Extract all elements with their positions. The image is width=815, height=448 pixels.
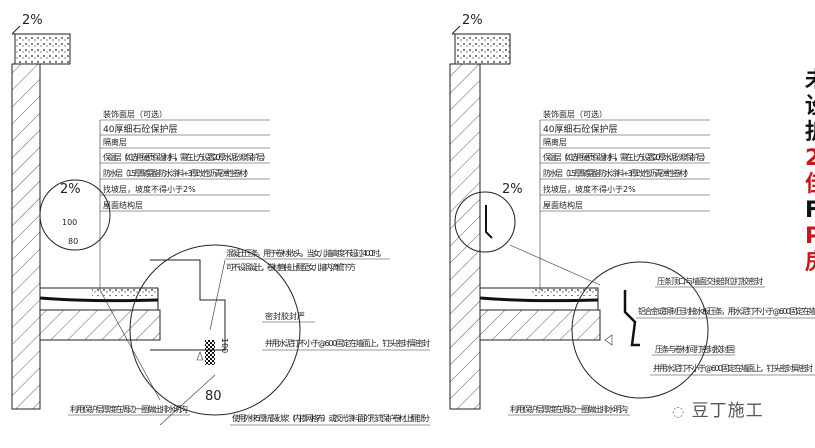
detail-circle-large bbox=[129, 244, 301, 416]
layer-label: 装饰面层（可选） bbox=[543, 109, 607, 119]
layer-label: 屋面结构层 bbox=[543, 200, 583, 210]
side-text-char: 佳 bbox=[805, 172, 815, 198]
side-text-char: 拆 bbox=[805, 120, 815, 146]
note-strip: 铝合金或铜制压封接水板压条，用水泥钉不小于@600固定在墙面 bbox=[638, 306, 815, 316]
layer-label: 找坡层，坡度不得小于2% bbox=[103, 184, 196, 194]
note-concrete-strip-2: 可不设混凝土，卷材直接上翻至女儿墙内滴檐下方 bbox=[226, 262, 356, 272]
slope-label-top: 2% bbox=[22, 13, 43, 28]
note-nail: 并用水泥钉不小于@600固定在墙面上，钉头密封膏密封 bbox=[265, 338, 430, 348]
side-text-char: P bbox=[805, 224, 815, 249]
layer-label: 隔离层 bbox=[543, 137, 567, 147]
side-text-char: 房 bbox=[805, 250, 815, 276]
side-text-char: F bbox=[805, 198, 815, 223]
left-detail: 2% 2% 100 80 100 80 装饰面层（可选） 40厚细石砼保护层 bbox=[11, 13, 430, 426]
note-drain: 利用保护层厚度在周边一圈做出排水明沟 bbox=[510, 404, 628, 414]
dim-80: 80 bbox=[68, 237, 78, 246]
roof-slab bbox=[39, 309, 161, 341]
note-gap-seal: 压条与卷材间打密封胶封固 bbox=[655, 344, 735, 354]
wechat-icon: ◌ bbox=[672, 404, 686, 420]
layer-label: 找坡层，坡度不得小于2% bbox=[543, 184, 636, 194]
parapet-wall bbox=[11, 63, 41, 410]
slope-label: 2% bbox=[502, 182, 523, 197]
note-seal: 密封胶封严 bbox=[265, 311, 305, 321]
side-text-char: 设 bbox=[805, 94, 815, 120]
layer-label: 隔离层 bbox=[103, 137, 127, 147]
slope-label-top: 2% bbox=[462, 13, 483, 28]
side-text-column: 未设拆2佳FP房 bbox=[805, 68, 815, 276]
dim-80-detail: 80 bbox=[205, 389, 222, 404]
side-text-char: 未 bbox=[805, 68, 815, 94]
layer-label: 装饰面层（可选） bbox=[103, 109, 167, 119]
detail-circle-small bbox=[39, 179, 111, 251]
watermark: ◌ 豆丁施工 bbox=[672, 396, 764, 421]
layer-list: 装饰面层（可选） 40厚细石砼保护层 隔离层 保温层（如选用硬质保温材料，需在上… bbox=[100, 109, 270, 212]
layer-label: 保温层（如选用硬质保温材料，需在上方设置20厚水泥砂浆保护层） bbox=[543, 152, 710, 162]
note-drain: 利用保护层厚度在周边一圈做出排水明沟 bbox=[70, 404, 188, 414]
dim-100-detail: 100 bbox=[220, 338, 229, 353]
note-top-seal: 压条顶口与墙面交接部位打胶密封 bbox=[657, 276, 763, 286]
layer-label: 屋面结构层 bbox=[103, 200, 143, 210]
watermark-text: 豆丁施工 bbox=[691, 401, 764, 421]
layer-label: 防水层（1.5厚聚氨酯防水涂料+3厚改性沥青弹性卷材） bbox=[103, 168, 253, 178]
dim-100: 100 bbox=[62, 218, 77, 227]
note-nail: 并用水泥钉不小于@600固定在墙面上，钉头密封膏密封 bbox=[653, 363, 813, 373]
right-detail: 2% 2% 装饰面层（可选） 40厚细石砼保护层 隔离层 保温层（如选用硬质保温… bbox=[449, 13, 815, 416]
side-text-char: 2 bbox=[805, 146, 815, 171]
layer-label: 保温层（如选用硬质保温材料，需在上方设置20厚水泥砂浆保护层） bbox=[103, 152, 270, 162]
layer-label: 40厚细石砼保护层 bbox=[543, 123, 617, 135]
note-concrete-strip: 混凝土压条，用于卷材收头，当女儿墙高度不超过400时， bbox=[226, 248, 386, 258]
note-protection: 使用外抹5厚抗裂砂浆（内掺网格布）或反光涂料面的形式保护卷材上翻部分 bbox=[232, 413, 430, 423]
slope-label: 2% bbox=[60, 182, 81, 197]
detail-circle-large bbox=[571, 261, 709, 399]
layer-label: 防水层（1.5厚聚氨酯防水涂料+3厚改性沥青弹性卷材） bbox=[543, 168, 693, 178]
layer-list: 装饰面层（可选） 40厚细石砼保护层 隔离层 保温层（如选用硬质保温材料，需在上… bbox=[540, 109, 710, 212]
layer-label: 40厚细石砼保护层 bbox=[103, 123, 177, 135]
parapet-cap bbox=[14, 33, 71, 65]
